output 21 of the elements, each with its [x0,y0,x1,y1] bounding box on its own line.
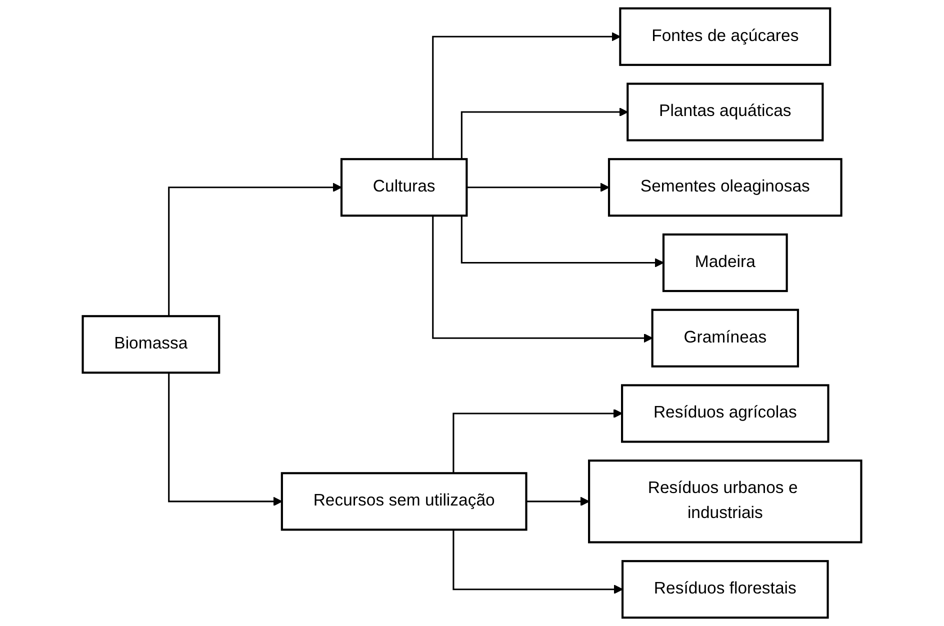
node-box [588,460,862,544]
node-box [280,472,528,531]
arrow [460,216,664,268]
node-box [621,560,829,619]
arrow [168,182,342,316]
arrow [460,107,628,160]
node-box [662,233,788,292]
node-box [621,384,830,443]
node-box [608,158,842,217]
arrow [432,32,621,160]
node-box [651,308,800,368]
node-box [619,7,832,66]
arrow [466,182,610,192]
node-box [82,315,220,374]
node-box [626,82,824,142]
node-box [340,158,468,217]
arrow [168,372,282,506]
arrow [452,408,622,474]
arrow [525,496,590,506]
arrow [432,216,653,343]
arrow [452,530,623,594]
